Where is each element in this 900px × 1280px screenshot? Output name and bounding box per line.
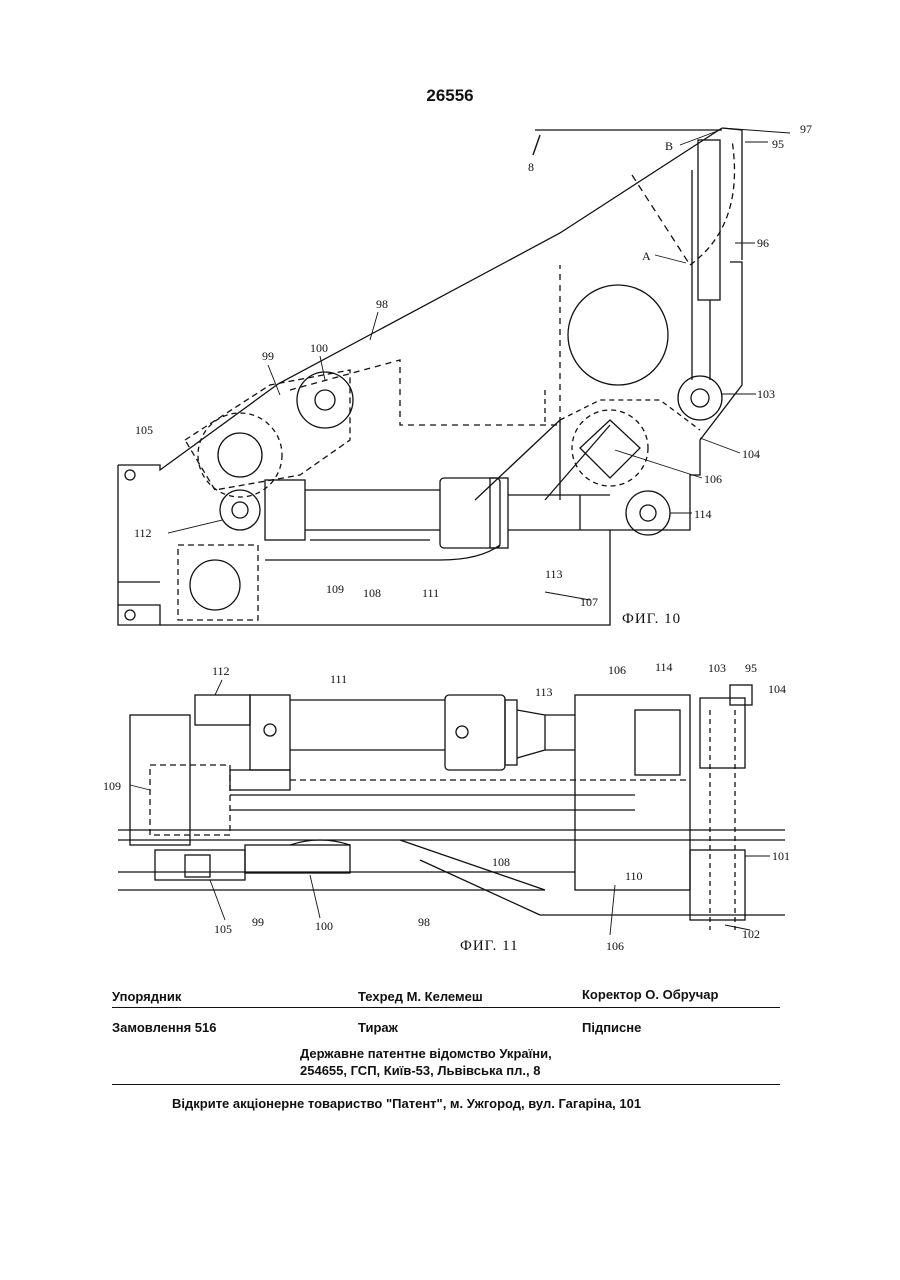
label-97: 97	[800, 122, 812, 136]
circulation: Тираж	[358, 1020, 398, 1035]
label-99: 99	[262, 349, 274, 363]
label-109: 109	[103, 779, 121, 793]
label-105: 105	[135, 423, 153, 437]
label-101: 101	[772, 849, 790, 863]
label-8: 8	[528, 160, 534, 174]
fig11-caption: ФИГ. 11	[460, 938, 519, 954]
figure-10-drawing: 8 B 97 95 A 96 98 99 100 105 103 104 106…	[0, 0, 900, 640]
corrector: Коректор О. Обручар	[582, 987, 718, 1002]
footer-rule-top	[112, 1007, 780, 1008]
footer-rule-bottom	[112, 1084, 780, 1085]
label-111: 111	[330, 672, 347, 686]
label-113: 113	[535, 685, 553, 699]
label-103: 103	[757, 387, 775, 401]
label-100: 100	[315, 919, 333, 933]
label-112: 112	[134, 526, 152, 540]
techred: Техред М. Келемеш	[358, 989, 483, 1004]
figure-11-drawing: 112 111 113 106 114 103 95 104 109 101 1…	[0, 640, 900, 1280]
label-103: 103	[708, 661, 726, 675]
label-95: 95	[772, 137, 784, 151]
label-a: A	[642, 249, 651, 263]
label-108: 108	[363, 586, 381, 600]
label-b: B	[665, 139, 673, 153]
label-104: 104	[742, 447, 760, 461]
label-112: 112	[212, 664, 230, 678]
label-96: 96	[757, 236, 769, 250]
label-95: 95	[745, 661, 757, 675]
order-number: Замовлення 516	[112, 1020, 217, 1035]
office-line-2: 254655, ГСП, Київ-53, Львівська пл., 8	[300, 1063, 540, 1078]
label-110: 110	[625, 869, 643, 883]
label-105: 105	[214, 922, 232, 936]
label-99: 99	[252, 915, 264, 929]
label-106: 106	[704, 472, 722, 486]
label-114: 114	[694, 507, 712, 521]
label-106-bottom: 106	[606, 939, 624, 953]
label-113: 113	[545, 567, 563, 581]
label-106-top: 106	[608, 663, 626, 677]
label-111: 111	[422, 586, 439, 600]
label-102: 102	[742, 927, 760, 941]
publisher: Відкрите акціонерне товариство "Патент",…	[172, 1096, 641, 1111]
label-108: 108	[492, 855, 510, 869]
label-98: 98	[418, 915, 430, 929]
label-107: 107	[580, 595, 598, 609]
label-114: 114	[655, 660, 673, 674]
compiler: Упорядник	[112, 989, 181, 1004]
label-100: 100	[310, 341, 328, 355]
label-104: 104	[768, 682, 786, 696]
label-98: 98	[376, 297, 388, 311]
subscription: Підписне	[582, 1020, 641, 1035]
label-109: 109	[326, 582, 344, 596]
office-line-1: Державне патентне відомство України,	[300, 1046, 552, 1061]
fig10-caption: ФИГ. 10	[622, 611, 681, 627]
